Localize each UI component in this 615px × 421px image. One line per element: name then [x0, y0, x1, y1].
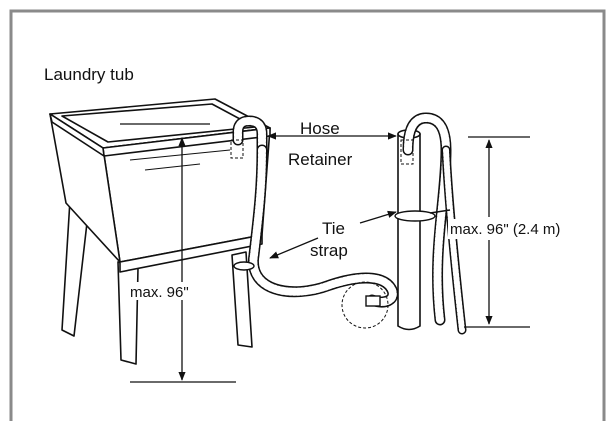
label-tie-line1: Tie — [322, 219, 345, 238]
label-retainer-line2: Retainer — [288, 150, 353, 169]
tie-straps — [233, 209, 451, 271]
label-standpipe-height: max. 96" (2.4 m) — [450, 221, 560, 238]
label-tub-height: max. 96" — [130, 284, 189, 301]
tub-height-dimension — [120, 123, 236, 383]
label-hose-line1: Hose — [300, 119, 340, 138]
label-laundry-tub: Laundry tub — [44, 65, 134, 84]
standpipe-height-label-bg — [448, 219, 594, 239]
drain-end-detail — [341, 281, 389, 329]
tub-height-label-bg — [128, 282, 208, 300]
diagram-frame — [9, 9, 606, 421]
standpipe-height-dimension — [464, 136, 530, 328]
label-strap-line2: strap — [310, 241, 348, 260]
pointer-lines — [267, 132, 397, 259]
drain-hose — [232, 112, 467, 335]
laundry-tub — [49, 98, 271, 365]
retainer-clips — [230, 139, 414, 165]
